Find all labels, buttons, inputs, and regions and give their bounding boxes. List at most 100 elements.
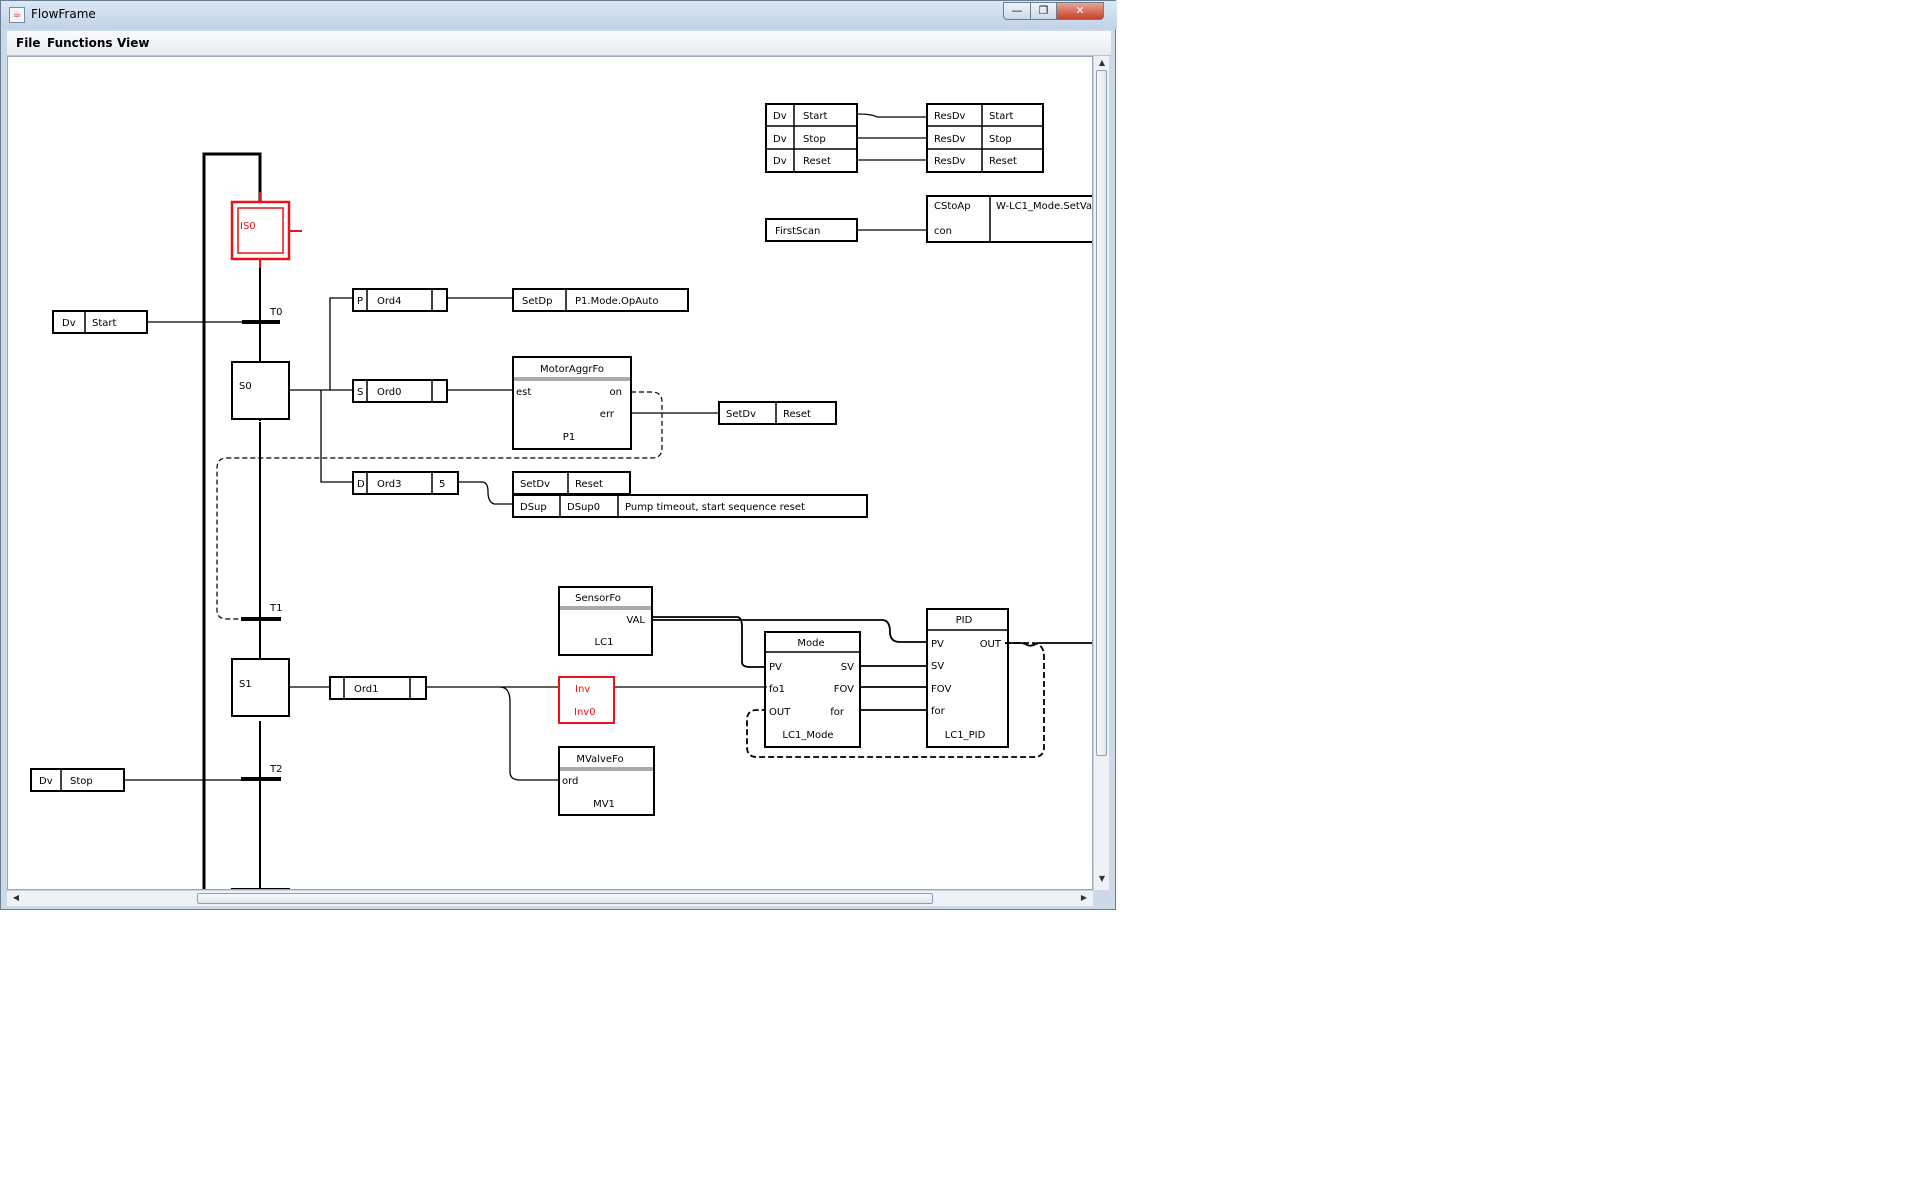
svg-text:5: 5: [439, 479, 445, 490]
svg-text:S0: S0: [239, 381, 252, 392]
inv-block[interactable]: Inv Inv0: [558, 676, 615, 724]
vertical-scrollbar[interactable]: ▲ ▼: [1093, 56, 1109, 890]
svg-text:P1.Mode.OpAuto: P1.Mode.OpAuto: [575, 296, 658, 307]
svg-text:Start: Start: [92, 318, 117, 329]
window-title: FlowFrame: [31, 7, 96, 21]
setdv-err-block[interactable]: SetDv Reset: [718, 401, 837, 425]
svg-text:DSup0: DSup0: [567, 502, 600, 513]
svg-text:SetDv: SetDv: [726, 409, 756, 420]
svg-text:ResDv: ResDv: [934, 134, 966, 145]
title-bar[interactable]: ☕ FlowFrame — ❐ ✕: [1, 1, 1117, 29]
svg-text:OUT: OUT: [980, 639, 1002, 650]
svg-text:SV: SV: [931, 661, 944, 672]
svg-text:SetDv: SetDv: [520, 479, 550, 490]
horizontal-scrollbar[interactable]: ◀ ▶: [7, 890, 1093, 906]
svg-text:ResDv: ResDv: [934, 156, 966, 167]
svg-text:Ord1: Ord1: [354, 684, 379, 695]
svg-text:W-LC1_Mode.SetVal: W-LC1_Mode.SetVal: [996, 201, 1093, 212]
svg-text:FirstScan: FirstScan: [775, 226, 820, 237]
svg-text:Dv: Dv: [773, 134, 787, 145]
resdv-right-column[interactable]: ResDv Start ResDv Stop ResDv Reset: [926, 103, 1044, 173]
transition-t1[interactable]: T1: [241, 603, 282, 621]
svg-text:Reset: Reset: [803, 156, 831, 167]
menu-bar: File Functions View: [7, 31, 1111, 56]
svg-text:P: P: [357, 296, 363, 307]
svg-text:ord: ord: [562, 776, 578, 787]
svg-text:Dv: Dv: [773, 156, 787, 167]
svg-text:MV1: MV1: [593, 799, 615, 810]
close-button[interactable]: ✕: [1056, 2, 1104, 20]
svg-text:on: on: [610, 387, 622, 398]
svg-text:Mode: Mode: [797, 638, 824, 649]
app-window: ☕ FlowFrame — ❐ ✕ File Functions View IS…: [0, 0, 1117, 910]
svg-text:PV: PV: [931, 639, 944, 650]
dv-stop-block[interactable]: Dv Stop: [30, 768, 125, 792]
svg-text:Start: Start: [989, 111, 1014, 122]
order-d-ord3[interactable]: D Ord3 5: [352, 471, 459, 495]
minimize-button[interactable]: —: [1003, 2, 1031, 20]
svg-text:Ord4: Ord4: [377, 296, 402, 307]
svg-text:T2: T2: [269, 764, 282, 775]
menu-view[interactable]: View: [117, 36, 150, 50]
svg-text:con: con: [934, 226, 952, 237]
svg-text:T0: T0: [269, 307, 282, 318]
svg-text:FOV: FOV: [834, 684, 854, 695]
svg-text:ResDv: ResDv: [934, 111, 966, 122]
svg-text:D: D: [357, 479, 365, 490]
svg-text:Start: Start: [803, 111, 828, 122]
svg-text:OUT: OUT: [769, 707, 791, 718]
svg-text:Stop: Stop: [70, 776, 93, 787]
setdp-block[interactable]: SetDp P1.Mode.OpAuto: [512, 288, 689, 312]
svg-text:S1: S1: [239, 679, 252, 690]
svg-text:Dv: Dv: [62, 318, 76, 329]
svg-text:SetDp: SetDp: [522, 296, 552, 307]
svg-text:for: for: [830, 707, 845, 718]
menu-file[interactable]: File: [16, 36, 41, 50]
scroll-down-icon[interactable]: ▼: [1098, 874, 1106, 883]
svg-text:SensorFo: SensorFo: [575, 593, 621, 604]
scroll-left-icon[interactable]: ◀: [12, 893, 20, 902]
cstoap-block[interactable]: CStoAp con W-LC1_Mode.SetVal: [926, 195, 1093, 243]
svg-text:VAL: VAL: [626, 615, 645, 626]
step-s0[interactable]: S0: [231, 361, 290, 420]
svg-text:Pump timeout, start sequence r: Pump timeout, start sequence reset: [625, 502, 805, 513]
menu-functions[interactable]: Functions: [47, 36, 113, 50]
svg-text:Dv: Dv: [39, 776, 53, 787]
svg-text:Stop: Stop: [989, 134, 1012, 145]
dsup-block[interactable]: DSup DSup0 Pump timeout, start sequence …: [512, 494, 868, 518]
transition-t2[interactable]: T2: [241, 764, 282, 781]
svg-text:Ord3: Ord3: [377, 479, 402, 490]
svg-text:fo1: fo1: [769, 684, 785, 695]
vertical-scroll-thumb[interactable]: [1096, 70, 1107, 756]
scroll-right-icon[interactable]: ▶: [1080, 893, 1088, 902]
svg-text:Dv: Dv: [773, 111, 787, 122]
dv-start-block[interactable]: Dv Start: [52, 310, 148, 334]
svg-text:Inv0: Inv0: [574, 707, 596, 718]
mode-block[interactable]: Mode PV fo1 OUT SV FOV for LC1_Mode: [764, 631, 861, 748]
svg-text:Reset: Reset: [575, 479, 603, 490]
flow-canvas[interactable]: IS0 T0 T1 T2 S0 S1: [7, 56, 1093, 890]
firstscan-block[interactable]: FirstScan: [765, 218, 858, 242]
motor-aggr-block[interactable]: MotorAggrFo est on err P1: [512, 356, 632, 450]
dv-reset-left-column[interactable]: Dv Start Dv Stop Dv Reset: [765, 103, 858, 173]
setdv-d-block[interactable]: SetDv Reset: [512, 471, 631, 495]
order-ord1[interactable]: Ord1: [329, 676, 427, 700]
svg-text:Inv: Inv: [575, 684, 590, 695]
pid-block[interactable]: PID PV SV FOV for OUT LC1_PID: [926, 608, 1009, 748]
mvalve-block[interactable]: MValveFo ord MV1: [558, 746, 655, 816]
transition-t0[interactable]: T0: [242, 307, 282, 324]
maximize-button[interactable]: ❐: [1030, 2, 1057, 20]
step-s1[interactable]: S1: [231, 658, 290, 717]
svg-text:LC1_PID: LC1_PID: [945, 730, 986, 741]
order-p-ord4[interactable]: P Ord4: [352, 288, 448, 312]
scroll-up-icon[interactable]: ▲: [1098, 58, 1106, 67]
svg-text:MValveFo: MValveFo: [576, 754, 623, 765]
svg-text:LC1: LC1: [595, 637, 614, 648]
order-s-ord0[interactable]: S Ord0: [352, 379, 448, 403]
sensor-block[interactable]: SensorFo VAL LC1: [558, 586, 653, 656]
horizontal-scroll-thumb[interactable]: [197, 893, 933, 904]
flow-diagram[interactable]: IS0 T0 T1 T2 S0 S1: [8, 57, 1093, 890]
svg-text:for: for: [931, 706, 946, 717]
svg-text:FOV: FOV: [931, 684, 951, 695]
initial-step-is0[interactable]: IS0: [230, 192, 302, 268]
